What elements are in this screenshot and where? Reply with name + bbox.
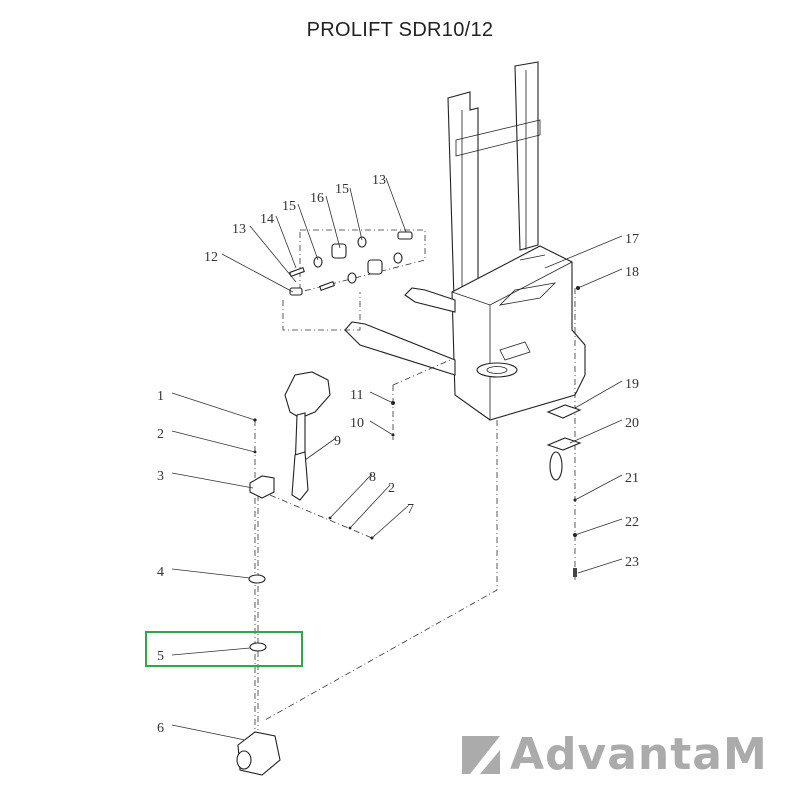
callout-5: 5 (157, 649, 164, 664)
callout-2b: 2 (388, 481, 395, 496)
callout-13a: 13 (232, 222, 246, 237)
chassis-frame (451, 245, 586, 421)
callout-15a: 15 (282, 199, 296, 214)
callout-16: 16 (310, 191, 324, 206)
callout-6: 6 (157, 721, 164, 736)
callout-3: 3 (157, 469, 164, 484)
drive-motor (236, 731, 281, 776)
diagram-title: PROLIFT SDR10/12 (306, 19, 494, 41)
callout-labels: 1 2 3 4 5 6 7 8 2 9 10 11 12 13 14 15 16… (157, 173, 639, 736)
callout-19: 19 (625, 377, 639, 392)
leader-lines (171, 177, 623, 741)
logo-text: AdvantaM (510, 729, 768, 780)
callout-2: 2 (157, 427, 164, 442)
callout-15b: 15 (335, 182, 349, 197)
forks (344, 287, 456, 376)
roller-parts (282, 229, 426, 331)
callout-10: 10 (350, 416, 364, 431)
brand-logo: AdvantaM (462, 733, 768, 777)
tiller-handle (284, 371, 331, 501)
callout-1: 1 (157, 389, 164, 404)
callout-23: 23 (625, 555, 639, 570)
callout-11: 11 (350, 388, 363, 403)
callout-20: 20 (625, 416, 639, 431)
callout-8: 8 (369, 470, 376, 485)
castor-parts (264, 286, 582, 721)
callout-21: 21 (625, 471, 639, 486)
callout-18: 18 (625, 265, 639, 280)
steering-column-parts (248, 418, 373, 730)
callout-9: 9 (334, 434, 341, 449)
callout-12: 12 (204, 250, 218, 265)
callout-13b: 13 (372, 173, 386, 188)
callout-14: 14 (260, 212, 274, 227)
callout-22: 22 (625, 515, 639, 530)
logo-mark-icon (462, 736, 500, 774)
callout-7: 7 (407, 502, 414, 517)
highlight-box-part-5 (145, 631, 303, 667)
callout-4: 4 (157, 565, 164, 580)
callout-17: 17 (625, 232, 639, 247)
